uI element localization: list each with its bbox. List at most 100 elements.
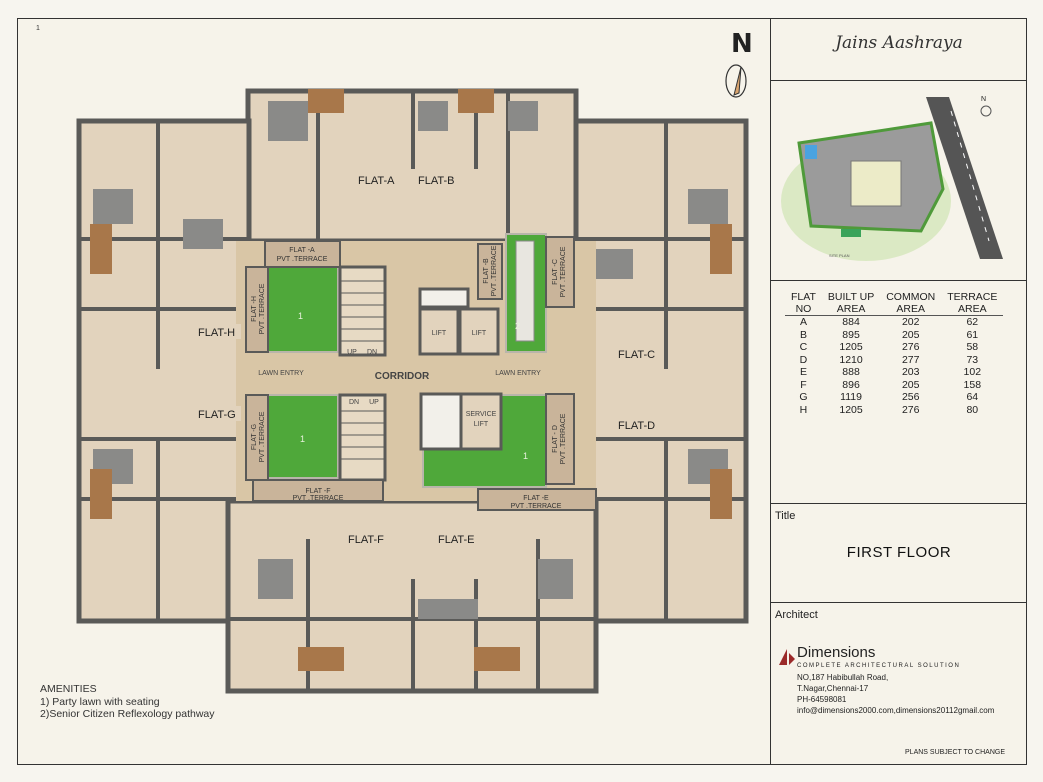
table-cell: 80 xyxy=(966,403,979,416)
compass-icon xyxy=(725,64,747,98)
amenities: AMENITIES 1) Party lawn with seating 2)S… xyxy=(40,683,215,721)
flat-b-label: FLAT-B xyxy=(418,175,454,187)
table-cell: 64 xyxy=(966,391,979,403)
architect-address-1: NO,187 Habibullah Road, xyxy=(797,673,889,682)
table-cell: C xyxy=(799,341,808,353)
lawn-entry-right: LAWN ENTRY xyxy=(495,370,541,377)
svg-text:PVT .TERRACE: PVT .TERRACE xyxy=(259,283,266,334)
site-north-label: N xyxy=(981,96,986,103)
table-cell: D xyxy=(799,353,808,366)
terrace-c-label: FLAT -C xyxy=(552,259,559,285)
table-row: H 1205 276 80 xyxy=(785,404,1003,417)
architect-section: Architect Dimensions COMPLETE ARCHITECTU… xyxy=(771,603,1027,764)
table-cell: H xyxy=(799,403,808,416)
svg-text:1: 1 xyxy=(298,311,303,321)
site-plan-image: SITE PLAN N xyxy=(781,96,1003,261)
table-cell: E xyxy=(799,366,807,378)
terraces xyxy=(245,236,597,511)
svg-text:PVT .TERRACE: PVT .TERRACE xyxy=(491,245,498,296)
drawing-title: FIRST FLOOR xyxy=(846,544,952,561)
terrace-b-label: FLAT -B xyxy=(483,258,490,284)
table-cell: 1119 xyxy=(840,391,862,403)
architect-details: Dimensions COMPLETE ARCHITECTURAL SOLUTI… xyxy=(777,645,994,716)
terrace-a-label: FLAT -A xyxy=(289,247,315,254)
room-partitions xyxy=(79,91,746,691)
table-cell: 61 xyxy=(966,328,979,341)
stair-up-label: UP xyxy=(347,349,357,356)
flat-d-label: FLAT-D xyxy=(618,420,655,432)
table-cell: 73 xyxy=(966,353,979,366)
flat-labels: FLAT-A FLAT-B FLAT-C FLAT-D FLAT-E FLAT-… xyxy=(196,172,661,546)
table-cell: 202 xyxy=(901,316,920,328)
svg-text:PVT .TERRACE: PVT .TERRACE xyxy=(277,256,328,263)
stair-dn-label: DN xyxy=(367,349,377,356)
table-cell: G xyxy=(799,391,808,403)
svg-text:PVT .TERRACE: PVT .TERRACE xyxy=(293,495,344,502)
page-number: 1 xyxy=(36,25,40,32)
terrace-e-label: FLAT -E xyxy=(523,495,549,502)
decks xyxy=(90,89,732,671)
stairs xyxy=(338,265,387,482)
table-cell: 277 xyxy=(901,353,920,366)
architect-address-2: T.Nagar,Chennai-17 xyxy=(797,684,869,693)
table-cell: 896 xyxy=(842,378,860,391)
lawn-1-bottom-left xyxy=(267,394,339,479)
stair-dn-label-2: DN xyxy=(349,399,359,406)
north-label: N xyxy=(731,29,753,59)
table-row: F 896 205 158 xyxy=(785,379,1003,392)
amenities-heading: AMENITIES xyxy=(40,683,97,695)
flat-c-label: FLAT-C xyxy=(618,349,655,361)
lift-2-label: LIFT xyxy=(472,330,487,337)
reflexology-pathway xyxy=(515,240,535,342)
service-lift-label-1: SERVICE xyxy=(466,411,497,418)
svg-text:PVT .TERRACE: PVT .TERRACE xyxy=(511,503,562,510)
flat-g-label: FLAT-G xyxy=(198,409,236,421)
flat-f-label: FLAT-F xyxy=(348,534,384,546)
table-cell: 62 xyxy=(966,316,979,328)
architect-tagline: COMPLETE ARCHITECTURAL SOLUTION xyxy=(797,663,961,669)
table-cell: 1205 xyxy=(839,403,863,416)
table-cell: 205 xyxy=(901,378,920,391)
project-name-section: Jains Aashraya xyxy=(771,19,1027,81)
table-cell: 884 xyxy=(842,316,860,328)
svg-text:1: 1 xyxy=(300,434,305,444)
table-cell: 1205 xyxy=(839,341,863,353)
table-cell: B xyxy=(799,328,807,341)
table-cell: F xyxy=(800,378,807,391)
lift-1-label: LIFT xyxy=(432,330,447,337)
bathrooms xyxy=(93,101,728,619)
table-cell: 276 xyxy=(901,403,920,416)
terrace-g-label: FLAT -G xyxy=(251,424,258,450)
terrace-f-label: FLAT -F xyxy=(305,488,330,495)
svg-text:PVT .TERRACE: PVT .TERRACE xyxy=(259,411,266,462)
svg-text:PVT .TERRACE: PVT .TERRACE xyxy=(560,413,567,464)
table-cell: 158 xyxy=(963,378,982,391)
architect-label: Architect xyxy=(775,609,818,621)
core-labels: CORRIDOR LAWN ENTRY LAWN ENTRY LIFT LIFT… xyxy=(258,330,541,428)
architect-phone: PH-64598081 xyxy=(797,695,847,704)
site-plan-label: SITE PLAN xyxy=(829,253,850,258)
architect-email: info@dimensions2000.com,dimensions20112g… xyxy=(797,706,995,715)
table-cell: 895 xyxy=(842,328,860,341)
table-cell: 888 xyxy=(842,366,860,378)
svg-text:1: 1 xyxy=(523,451,528,461)
table-cell: 102 xyxy=(963,366,982,378)
stair-up-label-2: UP xyxy=(369,399,379,406)
svg-text:PVT .TERRACE: PVT .TERRACE xyxy=(560,246,567,297)
amenity-item: 1) Party lawn with seating xyxy=(40,695,160,708)
site-compass-icon xyxy=(980,105,992,117)
terrace-d-label: FLAT - D xyxy=(552,425,559,453)
